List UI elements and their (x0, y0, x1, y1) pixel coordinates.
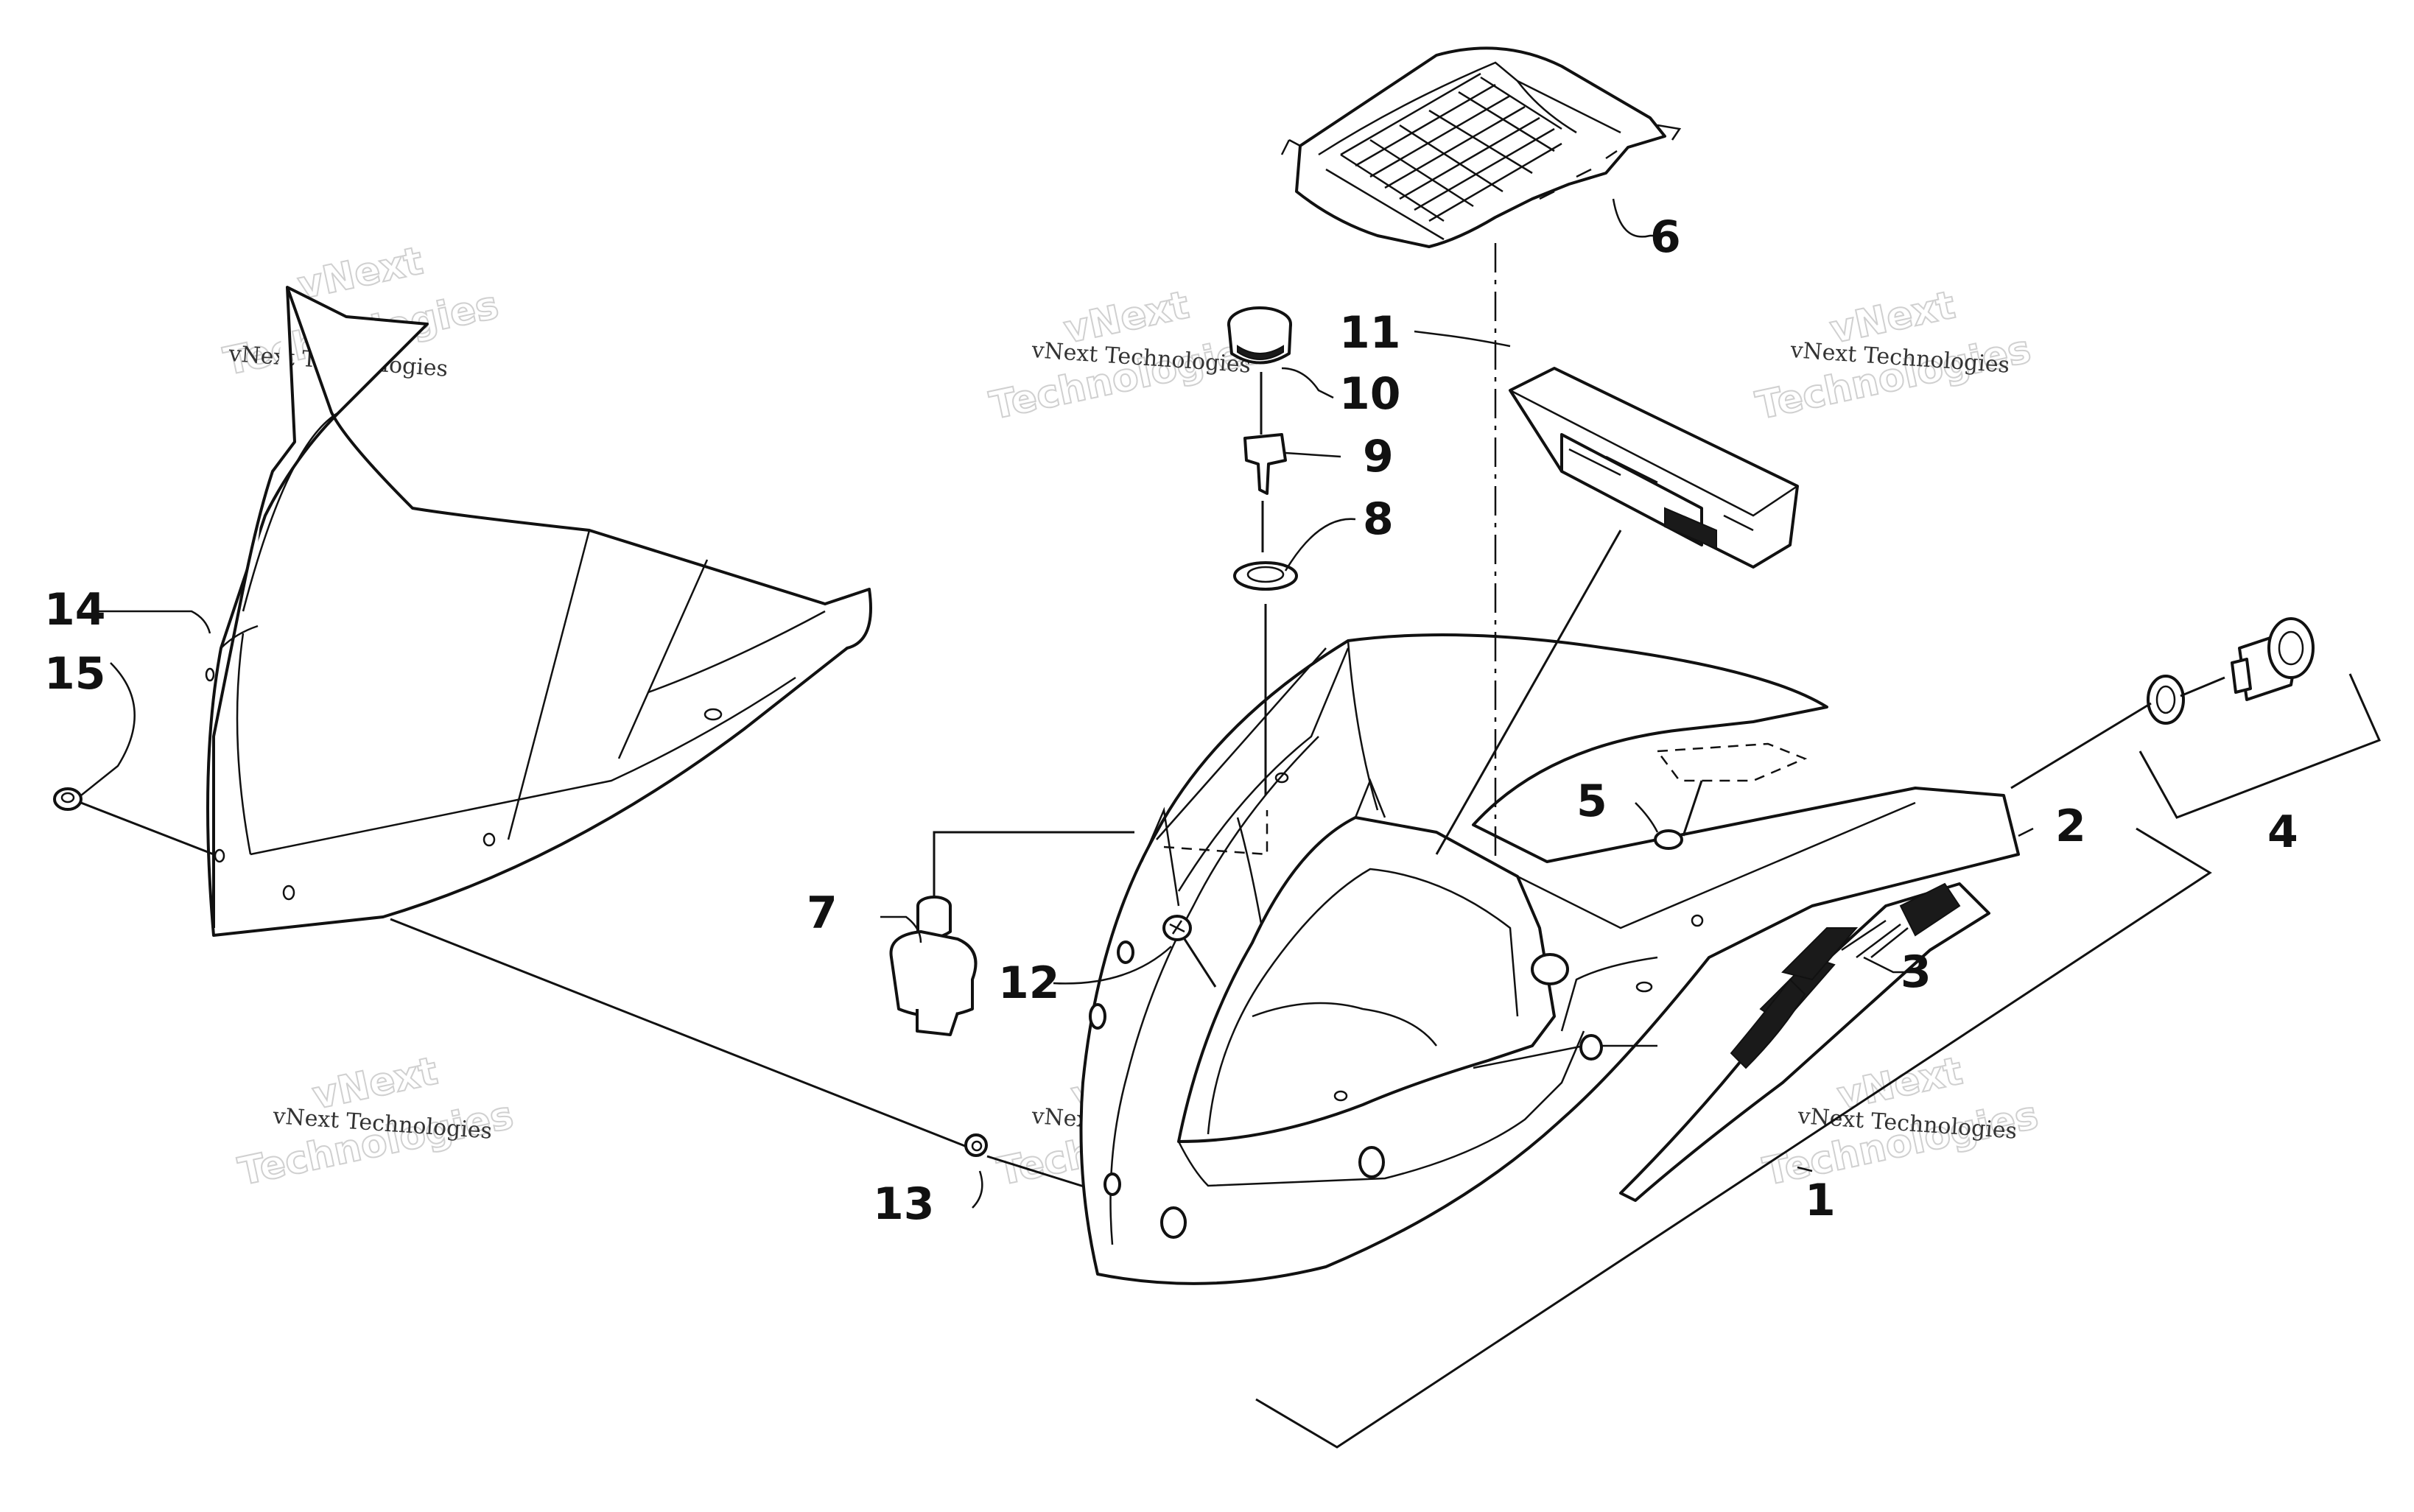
callout-10: 10 (1339, 368, 1401, 420)
callout-13: 13 (873, 1178, 935, 1230)
callout-6: 6 (1650, 211, 1681, 263)
tray-mesh (1340, 72, 1562, 222)
hood-part (1079, 633, 2020, 1285)
callout-labels: 1 2 3 4 5 6 7 8 9 10 11 12 13 14 15 (44, 211, 2298, 1230)
assembly-line (390, 918, 973, 1150)
callout-2: 2 (2055, 801, 2086, 852)
callout-4: 4 (2267, 806, 2298, 858)
leader-lines (80, 198, 2034, 1209)
screw-12-part (1162, 915, 1217, 988)
watermark-vnext: vNext (294, 239, 427, 308)
ignition-nut-part (1233, 561, 1298, 795)
grommet-13-part (964, 1133, 988, 1157)
callout-14: 14 (44, 584, 106, 636)
switch-part (889, 831, 1134, 1036)
assembly-bracket-1 (1255, 827, 2212, 1449)
windshield-part (205, 286, 872, 937)
callout-3: 3 (1901, 946, 1931, 998)
callout-7: 7 (807, 887, 838, 939)
callout-5: 5 (1576, 776, 1607, 827)
screw-5-part (1654, 780, 1703, 850)
callout-1: 1 (1805, 1175, 1836, 1226)
callout-9: 9 (1363, 431, 1394, 482)
power-outlet-part (2010, 617, 2382, 819)
callout-15: 15 (44, 648, 106, 700)
gauge-module-part (1435, 367, 1799, 855)
ignition-key-part (1243, 433, 1287, 552)
decal-part (1619, 882, 1990, 1202)
watermark-technologies: Technologies (986, 327, 1269, 429)
ignition-cap-part (1227, 306, 1292, 435)
callout-11: 11 (1339, 307, 1401, 359)
screw-15-part (53, 787, 214, 856)
callout-12: 12 (998, 957, 1060, 1009)
callout-8: 8 (1363, 493, 1394, 545)
storage-tray-part (1280, 46, 1682, 248)
